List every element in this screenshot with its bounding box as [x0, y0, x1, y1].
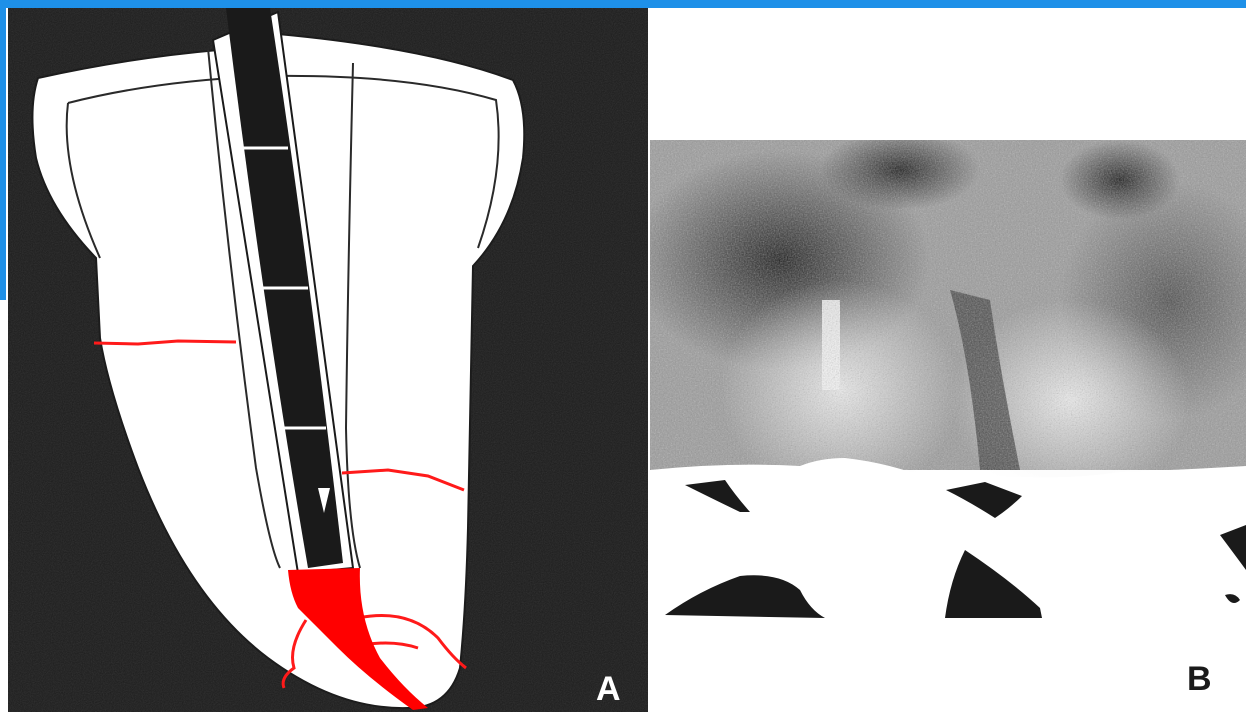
accent-bar-left — [0, 0, 6, 300]
dental-radiograph — [650, 140, 1246, 620]
panel-a-illustration: A — [8, 8, 648, 712]
panel-label-a: A — [596, 672, 621, 706]
radiograph-grain — [650, 140, 1246, 470]
panel-label-b: B — [1187, 662, 1212, 696]
accent-bar-top — [0, 0, 1246, 8]
tooth-illustration — [8, 8, 648, 712]
panel-b-radiograph — [650, 140, 1246, 620]
